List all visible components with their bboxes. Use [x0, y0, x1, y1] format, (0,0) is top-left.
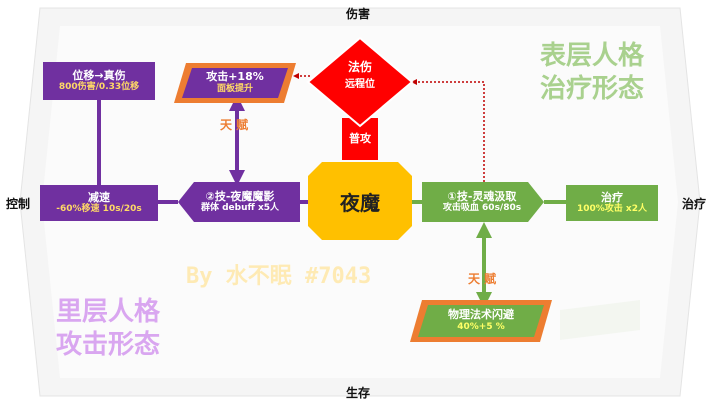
talent-label-left: 天 赋: [220, 118, 249, 132]
displacement-title: 位移→真伤: [72, 68, 126, 82]
center-label: 夜魔: [340, 191, 380, 215]
surface-line2: 治疗形态: [540, 73, 645, 104]
inner-line2: 攻击形态: [56, 329, 161, 360]
dodge-talent-line1: 物理法术闪避: [448, 308, 514, 321]
inner-line1: 里层人格: [56, 297, 161, 327]
displacement-sub: 800伤害/0.33位移: [58, 82, 140, 93]
skill2-node: ②技-夜魔魔影 群体 debuff x5人: [180, 184, 300, 220]
diamond-line2: 远程位: [345, 79, 375, 91]
diamond-node: [306, 36, 414, 128]
skill1-sub: 攻击吸血 60s/80s: [442, 203, 522, 214]
center-node-shape: [308, 162, 412, 240]
surface-line1: 表层人格: [540, 41, 645, 71]
slow-node: 减速 -60%移速 10s/20s: [40, 185, 158, 221]
heal-node: 治疗 100%攻击 x2人: [566, 185, 658, 221]
skill2-sub: 群体 debuff x5人: [200, 203, 280, 214]
diamond-line1: 法伤: [347, 60, 372, 74]
heal-sub: 100%攻击 x2人: [576, 204, 647, 215]
attack-talent-line1: 攻击+18%: [206, 70, 264, 83]
dodge-talent-node: 物理法术闪避 40%+5 %: [418, 304, 544, 338]
heal-title: 治疗: [601, 190, 623, 204]
attack-label: 普攻: [349, 132, 371, 145]
skill2-title: ②技-夜魔魔影: [205, 189, 275, 203]
slow-title: 减速: [88, 190, 110, 204]
talent-label-right: 天 赋: [468, 272, 497, 286]
inner-persona-label: 里层人格 攻击形态: [56, 296, 160, 361]
displacement-node: 位移→真伤 800伤害/0.33位移: [43, 62, 155, 100]
attack-talent-line2: 面板提升: [216, 84, 253, 95]
axis-left-label: 控制: [6, 197, 31, 211]
surface-persona-label: 表层人格 治疗形态: [540, 40, 644, 105]
axis-right-label: 治疗: [682, 197, 707, 211]
attack-talent-node: 攻击+18% 面板提升: [182, 66, 288, 100]
skill1-shape: [422, 182, 544, 222]
diamond-text: 法伤 远程位: [318, 58, 402, 93]
skill2-shape: [178, 182, 300, 222]
connector-skill1-diamond: [411, 79, 485, 182]
author-watermark: By 水不眠 #7043: [186, 264, 372, 289]
dodge-talent-line2: 40%+5 %: [457, 322, 505, 333]
skill1-title: ①技-灵魂汲取: [447, 189, 517, 203]
axis-bottom-label: 生存: [346, 386, 371, 400]
axis-top-label: 伤害: [346, 7, 371, 21]
skill1-node: ①技-灵魂汲取 攻击吸血 60s/80s: [422, 184, 542, 220]
slow-sub: -60%移速 10s/20s: [56, 204, 142, 215]
